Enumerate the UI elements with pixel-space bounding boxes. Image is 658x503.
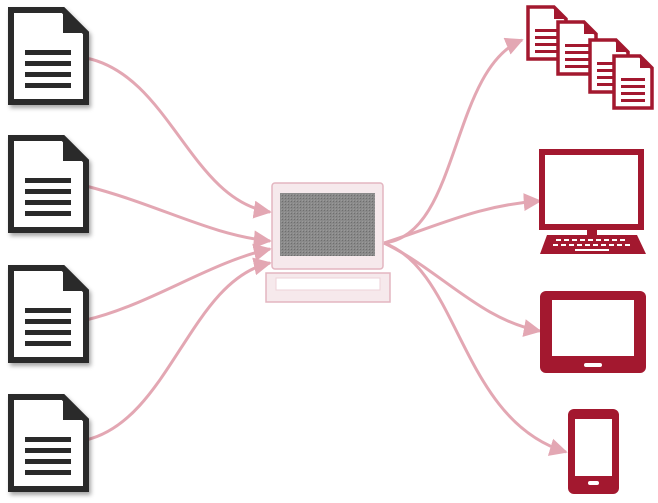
- document-icon: [11, 138, 86, 230]
- incoming-arrows: [85, 56, 272, 442]
- arrow-output-1: [383, 37, 524, 245]
- output-stacked-documents: [526, 5, 654, 110]
- arrow-output-2: [383, 193, 542, 245]
- stacked-documents-icon: [526, 5, 654, 110]
- smartphone-icon: [568, 409, 619, 494]
- document-icon: [11, 268, 86, 360]
- output-laptop: [539, 149, 646, 254]
- laptop-icon: [539, 149, 646, 254]
- arrow-source-1: [85, 56, 272, 219]
- document-icon: [11, 397, 86, 489]
- tablet-icon: [540, 291, 646, 373]
- source-documents: [11, 10, 86, 489]
- arrow-source-3: [85, 243, 272, 322]
- hub-laptop: [265, 182, 391, 303]
- laptop-icon: [265, 182, 391, 303]
- document-icon: [11, 10, 86, 102]
- arrow-source-2: [85, 184, 272, 249]
- arrow-output-4: [383, 241, 568, 456]
- output-smartphone: [568, 409, 619, 494]
- output-tablet: [540, 291, 646, 373]
- outgoing-arrows: [383, 37, 568, 456]
- arrow-source-4: [85, 257, 272, 442]
